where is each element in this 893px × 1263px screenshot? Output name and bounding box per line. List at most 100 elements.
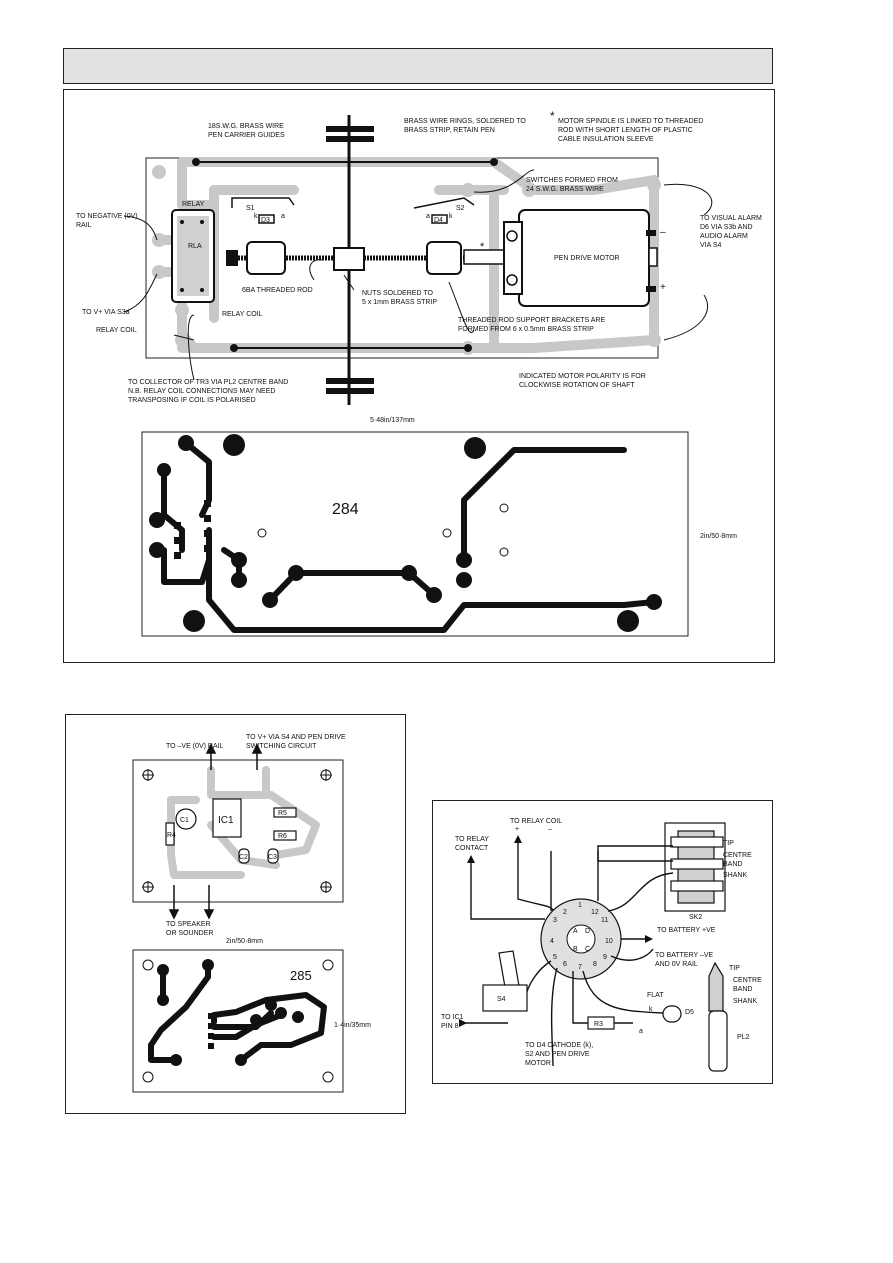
svg-text:8: 8: [593, 961, 597, 968]
s2-label: S2: [456, 205, 465, 212]
svg-text:B: B: [573, 946, 578, 953]
nuts-label: NUTS SOLDERED TO: [362, 290, 433, 297]
r3-label: R3: [594, 1021, 603, 1028]
small-board-mount-symbols: [142, 769, 332, 893]
pcb-284-number: 284: [332, 501, 359, 518]
c3-label: C3: [268, 854, 277, 861]
pcb-284-outline: [141, 431, 689, 637]
svg-text:6: 6: [563, 961, 567, 968]
svg-text:3: 3: [553, 917, 557, 924]
plug-pin-labels: 1 2 3 4 5 6 7 8 9 10 11 12 A B C D: [550, 902, 613, 971]
negative-rail-label: TO NEGATIVE (0V): [76, 213, 138, 220]
sk2-label: SK2: [689, 914, 702, 921]
to-vplus-label-2: SWITCHING CIRCUIT: [246, 743, 317, 750]
v-plus-label: TO V+ VIA S3a: [82, 309, 130, 316]
battery-ve-label: TO BATTERY +VE: [657, 927, 716, 934]
figure-main-drawing: 18S.W.G. BRASS WIRE PEN CARRIER GUIDES B…: [76, 109, 762, 637]
r5-label: R5: [278, 810, 287, 817]
c2-label: C2: [239, 854, 248, 861]
threaded-rod: [226, 241, 505, 275]
svg-text:C: C: [585, 946, 590, 953]
star-note-label-3: CABLE INSULATION SLEEVE: [558, 136, 654, 143]
d3-label: D3: [261, 217, 270, 224]
relay-coil-label-a: RELAY COIL: [222, 311, 263, 318]
svg-text:4: 4: [550, 938, 554, 945]
pcb-284-pads: [149, 434, 662, 632]
jack-plug-pl2: [708, 961, 728, 1072]
d4-cathode-label: TO D4 CATHODE (k),: [525, 1042, 593, 1049]
sk2-centre-label: CENTRE: [723, 852, 752, 859]
svg-text:1: 1: [578, 902, 582, 909]
pcb-285-height-dimension: 1·4in/35mm: [334, 1022, 371, 1029]
small-width-dimension: 2in/50·8mm: [226, 938, 263, 945]
figure-small-drawing: TO –VE (0V) RAIL TO V+ VIA S4 AND PEN DR…: [132, 734, 371, 1093]
switch-wires: [231, 197, 475, 224]
led-a-label: a: [639, 1028, 643, 1035]
led-k-label: k: [649, 1006, 653, 1013]
svg-text:5: 5: [553, 954, 557, 961]
svg-text:2: 2: [563, 909, 567, 916]
pcb-285-outline: [132, 949, 344, 1093]
relay: [171, 209, 215, 303]
d4-cathode-label-2: S2 AND PEN DRIVE: [525, 1051, 590, 1058]
pl2-shank-label: SHANK: [733, 998, 757, 1005]
figure-small-panel: TO –VE (0V) RAIL TO V+ VIA S4 AND PEN DR…: [65, 714, 406, 1114]
figure-header-bar: [63, 48, 773, 84]
figure-main-panel: 18S.W.G. BRASS WIRE PEN CARRIER GUIDES B…: [63, 89, 775, 663]
small-board-arrows: [168, 743, 263, 920]
pcb-285-number: 285: [290, 968, 312, 983]
star-note-label-2: ROD WITH SHORT LENGTH OF PLASTIC: [558, 127, 693, 134]
switches-label-2: 24 S.W.G. BRASS WIRE: [526, 186, 604, 193]
threaded-rod-label: 6BA THREADED ROD: [242, 287, 313, 294]
relay-contact-label: TO RELAY: [455, 836, 489, 843]
pcb-285-pads: [157, 959, 304, 1066]
multipin-plug: [540, 898, 622, 980]
switches-label: SWITCHES FORMED FROM: [526, 177, 618, 184]
polarity-label-2: CLOCKWISE ROTATION OF SHAFT: [519, 382, 635, 389]
pcb-284-tracks: [161, 440, 657, 633]
motor-plus-label: +: [660, 282, 666, 293]
relay-contact-label-2: CONTACT: [455, 845, 489, 852]
pl2-centre-label: CENTRE: [733, 977, 762, 984]
relay-coil-label-b: RELAY COIL: [96, 327, 137, 334]
battery-neg-label-2: AND 0V RAIL: [655, 961, 698, 968]
pcb-285-mounting-holes: [142, 959, 334, 1083]
sk2-shank-label: SHANK: [723, 872, 747, 879]
d3-k-label: k: [254, 213, 258, 220]
brackets-label: THREADED ROD SUPPORT BRACKETS ARE: [458, 317, 605, 324]
nuts-label-2: 5 x 1mm BRASS STRIP: [362, 299, 437, 306]
relay-label: RELAY: [182, 201, 205, 208]
socket-sk2: [664, 822, 726, 912]
svg-text:11: 11: [601, 917, 608, 924]
small-board-outline: [132, 759, 344, 903]
brackets-label-2: FORMED FROM 6 x 0.5mm BRASS STRIP: [458, 326, 594, 333]
to-vplus-label: TO V+ VIA S4 AND PEN DRIVE: [246, 734, 346, 741]
motor-label: PEN DRIVE MOTOR: [554, 255, 620, 262]
d4-k-label: k: [449, 213, 453, 220]
star-note-label: MOTOR SPINDLE IS LINKED TO THREADED: [558, 118, 703, 125]
s4-label: S4: [497, 996, 506, 1003]
wiring-arrowheads: [459, 835, 653, 1027]
pl2-band-label: BAND: [733, 986, 752, 993]
pen-drive-motor: [503, 209, 658, 307]
rod-star-marker: *: [480, 241, 485, 253]
collector-label-2: N.B. RELAY COIL CONNECTIONS MAY NEED: [128, 388, 275, 395]
r6-label: R6: [278, 833, 287, 840]
toggle-switch-s4: [482, 950, 528, 1012]
ic1-label: IC1: [218, 815, 234, 826]
battery-neg-label: TO BATTERY –VE: [655, 952, 714, 959]
svg-text:A: A: [573, 928, 578, 935]
visual-alarm-label-4: VIA S4: [700, 242, 722, 249]
d3-a-label: a: [281, 213, 285, 220]
relay-coil-label: TO RELAY COIL: [510, 818, 562, 825]
figure-wiring-drawing: 1 2 3 4 5 6 7 8 9 10 11 12 A B C D TO RE…: [441, 818, 762, 1072]
pen-carrier-guides: [192, 158, 498, 352]
led-d5: [662, 1005, 682, 1023]
pl2-tip-label: TIP: [729, 965, 740, 972]
svg-text:9: 9: [603, 954, 607, 961]
width-dimension-label: 5·48in/137mm: [370, 417, 415, 424]
d4-label: D4: [434, 217, 443, 224]
visual-alarm-label-3: AUDIO ALARM: [700, 233, 748, 240]
negative-rail-label-2: RAIL: [76, 222, 92, 229]
resistor-r3: [587, 1016, 615, 1030]
